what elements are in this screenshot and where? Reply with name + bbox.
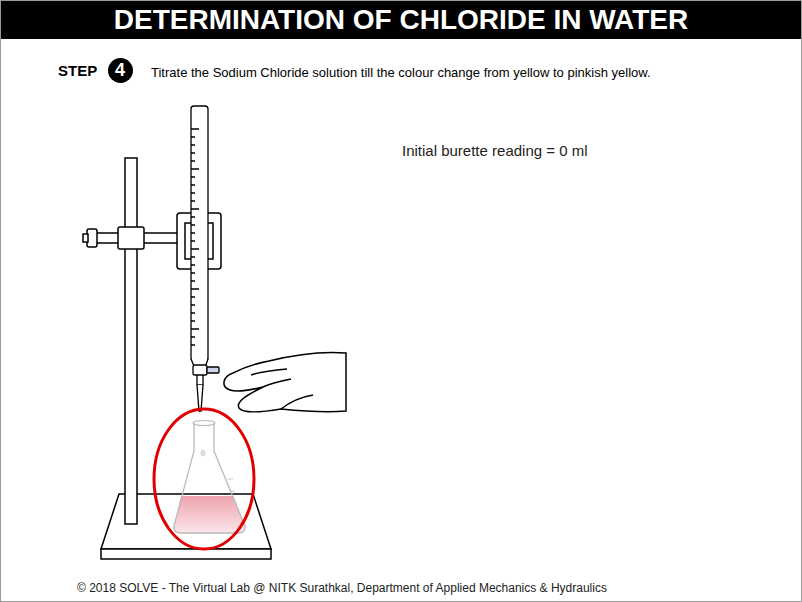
finger-line bbox=[251, 369, 287, 375]
flask-lip bbox=[193, 421, 215, 426]
step-number: 4 bbox=[115, 60, 125, 81]
rod-clamp bbox=[118, 227, 144, 249]
title-bar: DETERMINATION OF CHLORIDE IN WATER bbox=[1, 1, 801, 39]
flask bbox=[174, 421, 245, 534]
step-label: STEP bbox=[58, 62, 97, 79]
flask-highlight bbox=[201, 450, 206, 457]
step-number-circle: 4 bbox=[108, 58, 133, 83]
instruction-text: Titrate the Sodium Chloride solution til… bbox=[151, 65, 651, 80]
finger-line bbox=[263, 379, 291, 387]
highlight-ring bbox=[154, 409, 254, 549]
stopcock bbox=[193, 365, 207, 375]
stand-rod bbox=[125, 158, 137, 524]
burette-reading: Initial burette reading = 0 ml bbox=[402, 142, 588, 159]
stand bbox=[83, 158, 271, 559]
flask-marks bbox=[227, 479, 239, 515]
burette-tube bbox=[191, 106, 208, 361]
burette-graduations bbox=[191, 129, 199, 345]
burette-taper bbox=[191, 359, 208, 385]
copyright-note: © 2018 SOLVE - The Virtual Lab @ NITK Su… bbox=[77, 581, 607, 595]
clamp-screw-knob bbox=[83, 234, 88, 242]
stand-base-edge bbox=[101, 549, 271, 559]
finger-line bbox=[281, 395, 313, 409]
burette-tip bbox=[197, 385, 203, 411]
burette bbox=[191, 106, 219, 411]
hand bbox=[224, 352, 346, 411]
flask-glass bbox=[174, 423, 245, 533]
page-title: DETERMINATION OF CHLORIDE IN WATER bbox=[114, 4, 689, 36]
hand-outline bbox=[224, 352, 346, 411]
stopcock-handle bbox=[207, 367, 219, 373]
